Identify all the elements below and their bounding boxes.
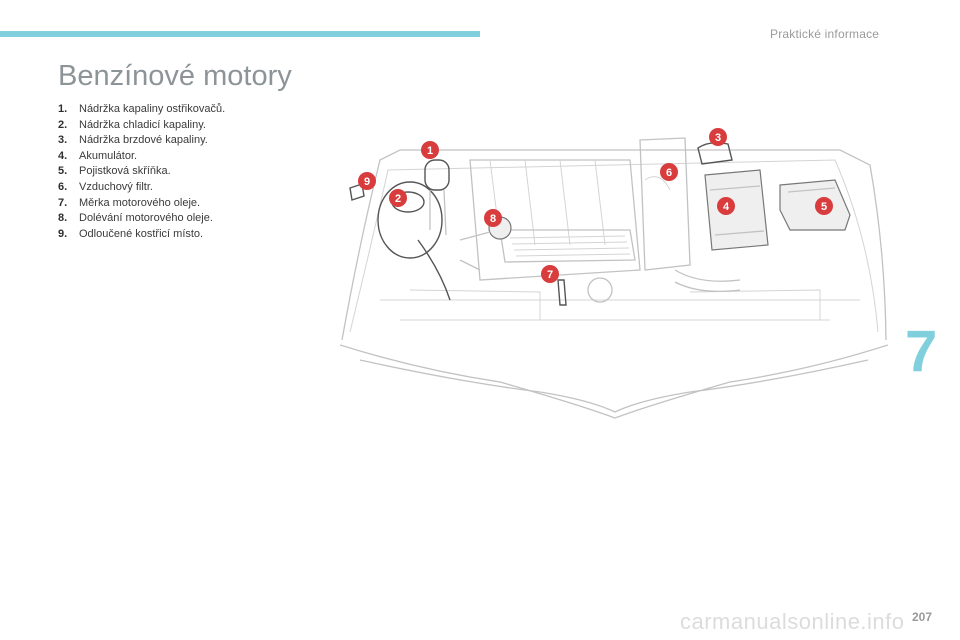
callout-9: 9 xyxy=(358,172,376,190)
accent-bar xyxy=(0,31,480,37)
coolant-reservoir xyxy=(377,181,443,259)
callout-2: 2 xyxy=(389,189,407,207)
watermark: carmanualsonline.info xyxy=(680,609,905,634)
engine-illustration: 1 2 3 4 5 6 7 8 9 xyxy=(340,128,888,419)
svg-text:2: 2 xyxy=(395,193,401,205)
legend-number: 6. xyxy=(58,180,68,193)
page-title: Benzínové motory xyxy=(58,60,292,92)
legend-list: 1. Nádržka kapaliny ostřikovačů. 2. Nádržk… xyxy=(58,102,225,242)
svg-text:8: 8 xyxy=(490,213,496,225)
front-panel xyxy=(340,344,888,419)
legend-item: 2. Nádržka chladicí kapaliny. xyxy=(58,118,225,134)
callout-5: 5 xyxy=(815,197,833,215)
oil-dipstick xyxy=(557,279,567,306)
legend-number: 7. xyxy=(58,196,68,209)
legend-item: 1. Nádržka kapaliny ostřikovačů. xyxy=(58,102,225,118)
legend-item: 5. Pojistková skříňka. xyxy=(58,164,225,180)
washer-reservoir xyxy=(424,159,450,191)
legend-number: 4. xyxy=(58,149,68,162)
callout-6: 6 xyxy=(660,163,678,181)
callout-3: 3 xyxy=(709,128,727,146)
callout-4: 4 xyxy=(717,197,735,215)
bonnet-outline xyxy=(341,149,887,341)
svg-text:4: 4 xyxy=(723,201,730,213)
page-number: 207 xyxy=(912,610,933,624)
callout-1: 1 xyxy=(421,141,439,159)
legend-text: Nádržka brzdové kapaliny. xyxy=(79,134,208,147)
callout-8: 8 xyxy=(484,209,502,227)
legend-item: 9. Odloučené kostřicí místo. xyxy=(58,227,225,243)
legend-number: 2. xyxy=(58,118,68,131)
legend-item: 3. Nádržka brzdové kapaliny. xyxy=(58,133,225,149)
fuse-box xyxy=(779,179,851,231)
legend-number: 9. xyxy=(58,227,68,240)
legend-item: 4. Akumulátor. xyxy=(58,149,225,165)
battery xyxy=(704,169,769,251)
air-filter xyxy=(639,137,691,271)
chapter-number: 7 xyxy=(905,319,938,384)
legend-text: Odloučené kostřicí místo. xyxy=(79,227,204,240)
legend-text: Měrka motorového oleje. xyxy=(79,196,201,209)
legend-text: Vzduchový filtr. xyxy=(79,180,153,193)
legend-text: Nádržka kapaliny ostřikovačů. xyxy=(79,103,226,115)
legend-text: Dolévání motorového oleje. xyxy=(79,212,213,225)
legend-number: 8. xyxy=(58,212,68,225)
legend-number: 3. xyxy=(58,134,68,147)
svg-text:6: 6 xyxy=(666,167,672,179)
engine-block xyxy=(469,159,641,281)
svg-text:5: 5 xyxy=(821,201,827,213)
ground-point xyxy=(349,183,365,201)
legend-text: Akumulátor. xyxy=(79,149,138,162)
legend-text: Pojistková skříňka. xyxy=(79,165,171,178)
legend-item: 7. Měrka motorového oleje. xyxy=(58,196,225,212)
section-header: Praktické informace xyxy=(770,27,880,41)
svg-text:9: 9 xyxy=(364,176,370,188)
legend-item: 8. Dolévání motorového oleje. xyxy=(58,211,225,227)
legend-item: 6. Vzduchový filtr. xyxy=(58,180,225,196)
callout-7: 7 xyxy=(541,265,559,283)
legend-text: Nádržka chladicí kapaliny. xyxy=(79,118,206,131)
brake-fluid-reservoir xyxy=(697,141,733,165)
legend-number: 1. xyxy=(58,103,68,115)
svg-text:1: 1 xyxy=(427,145,433,157)
svg-text:3: 3 xyxy=(715,132,721,144)
legend-number: 5. xyxy=(58,165,68,178)
svg-text:7: 7 xyxy=(547,269,553,281)
